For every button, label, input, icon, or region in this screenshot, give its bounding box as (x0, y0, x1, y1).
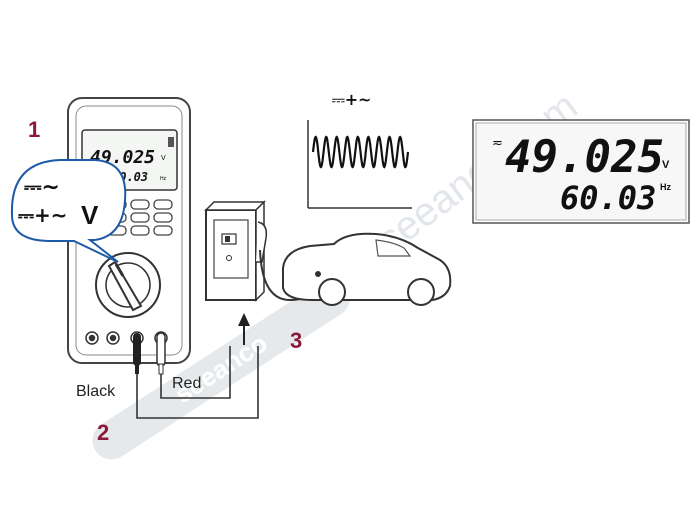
callout-line1: ⎓∼ (24, 175, 60, 200)
zoom-sub-value: 60.03 (560, 179, 656, 217)
meter-display-main-unit: V (161, 155, 166, 162)
zoom-main-unit: V (662, 159, 670, 171)
lead-wires (136, 346, 259, 419)
waveform-trace (311, 135, 410, 169)
rotary-dial[interactable] (95, 252, 161, 318)
waveform-mode-symbol: ⎓+∼ (332, 90, 372, 109)
zoom-display: ≂ 49.025 V 60.03 Hz (472, 119, 690, 224)
zoom-main-value: 49.025 (505, 132, 664, 183)
step-number-1: 1 (28, 117, 40, 142)
function-callout: ⎓∼ ⎓+∼ V (10, 159, 127, 263)
electric-car (282, 232, 452, 306)
zoom-mode-icon: ≂ (492, 136, 503, 151)
black-probe (133, 333, 141, 374)
black-lead-label: Black (76, 383, 116, 400)
red-probe (156, 332, 166, 375)
step-number-3: 3 (290, 328, 302, 353)
callout-line2-prefix: ⎓+∼ (18, 203, 67, 227)
meter-display-sub-unit: Hz (160, 176, 167, 182)
connection-arrow (238, 313, 250, 345)
waveform-plot: ⎓+∼ (307, 90, 412, 209)
step-number-2: 2 (97, 420, 109, 445)
zoom-sub-unit: Hz (660, 182, 671, 192)
red-lead-label: Red (172, 375, 201, 392)
callout-line2-unit: V (81, 200, 99, 230)
charging-station (204, 200, 268, 302)
